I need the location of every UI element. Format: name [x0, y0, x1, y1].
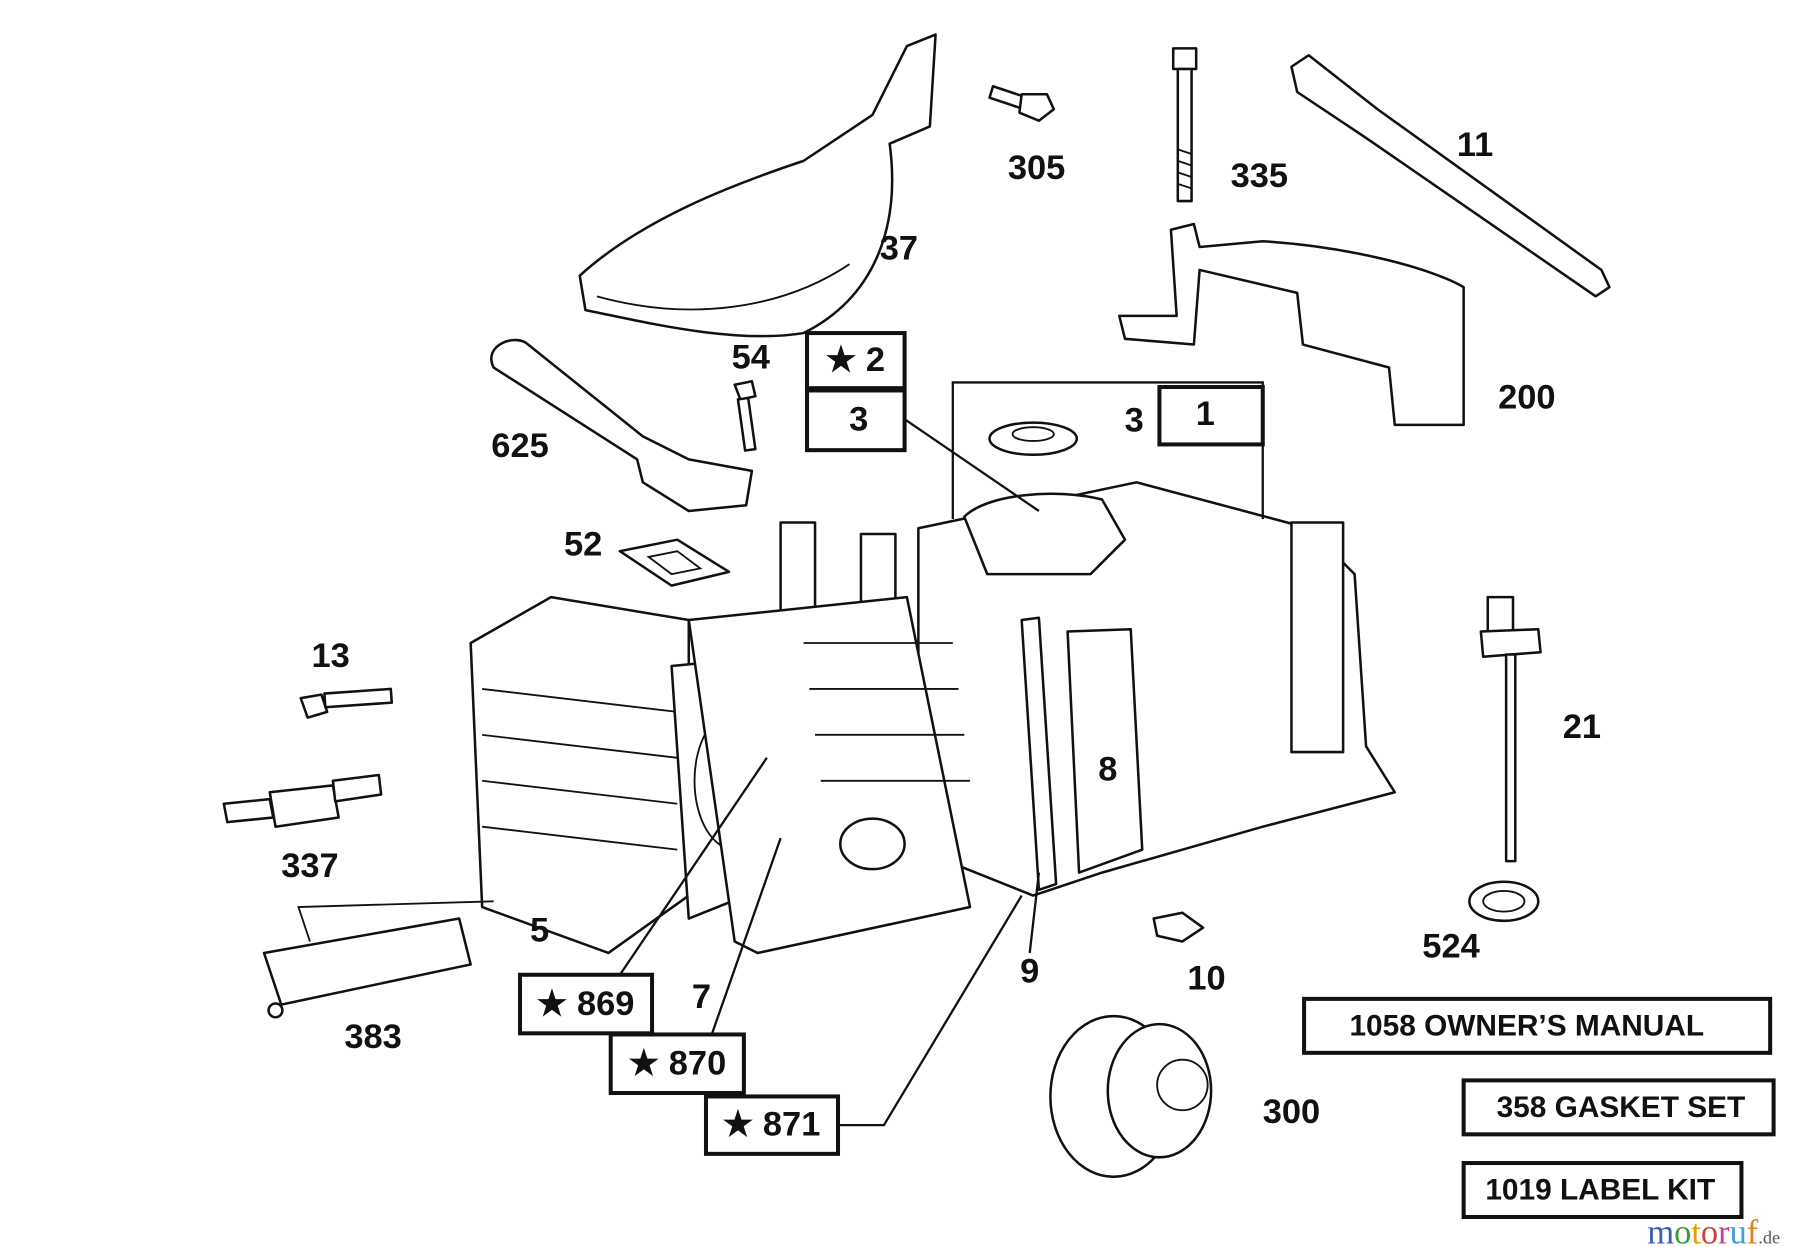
- part-37-shield: [578, 33, 937, 338]
- part-11-link: [1290, 53, 1611, 298]
- svg-text:★ 869: ★ 869: [537, 985, 635, 1023]
- svg-text:1019 LABEL KIT: 1019 LABEL KIT: [1485, 1174, 1715, 1207]
- callout-52: 52: [564, 526, 602, 564]
- callout-383: 383: [344, 1018, 401, 1056]
- leader-871: [838, 894, 1023, 1127]
- kit-label-kit: 1019 LABEL KIT: [1461, 1161, 1744, 1220]
- callout-13: 13: [311, 637, 349, 675]
- callout-300: 300: [1263, 1093, 1320, 1131]
- svg-text:★ 2: ★ 2: [825, 341, 885, 379]
- callout-305: 305: [1008, 149, 1065, 187]
- bracket-1: [951, 381, 1264, 520]
- boxed-callout-3: 3: [805, 388, 907, 453]
- callout-3-seal: 3: [1125, 402, 1144, 440]
- boxed-callout-2: ★ 2: [805, 331, 907, 391]
- callout-37: 37: [880, 230, 918, 268]
- callout-9: 9: [1020, 953, 1039, 991]
- boxed-callout-1: 1: [1157, 385, 1265, 447]
- callout-54: 54: [732, 339, 770, 377]
- part-10-screw: [1152, 911, 1205, 943]
- boxed-callout-870: ★ 870: [608, 1032, 746, 1096]
- callout-5: 5: [530, 911, 549, 949]
- callout-337: 337: [281, 847, 338, 885]
- callout-524: 524: [1422, 927, 1479, 965]
- svg-text:1058 OWNER’S MANUAL: 1058 OWNER’S MANUAL: [1349, 1009, 1704, 1042]
- part-300-muffler: [1049, 1014, 1213, 1179]
- callout-625: 625: [491, 427, 548, 465]
- callout-7: 7: [692, 978, 711, 1016]
- watermark-text: motoruf.de: [1647, 1213, 1780, 1247]
- part-337-spark-plug: [222, 773, 383, 828]
- leader-9: [1028, 872, 1041, 954]
- kit-gasket-set: 358 GASKET SET: [1461, 1078, 1776, 1137]
- part-335-bolt: [1171, 47, 1198, 203]
- callout-10: 10: [1187, 960, 1225, 998]
- part-524-washer: [1468, 880, 1540, 923]
- part-21-dipstick: [1479, 595, 1542, 863]
- part-13-bolt: [299, 687, 394, 719]
- part-5-cylinder-head: [469, 595, 691, 955]
- callout-11: 11: [1457, 126, 1493, 164]
- svg-text:3: 3: [849, 401, 868, 439]
- boxed-callout-871: ★ 871: [703, 1094, 841, 1156]
- svg-text:358 GASKET SET: 358 GASKET SET: [1497, 1091, 1746, 1124]
- part-52-gasket: [618, 538, 731, 587]
- callout-21: 21: [1563, 708, 1601, 746]
- part-8-cover: [1066, 627, 1144, 874]
- leader-3-to-bore: [903, 418, 1040, 512]
- part-cylinder-fins: [687, 595, 972, 955]
- part-9-gasket: [1020, 616, 1058, 892]
- svg-text:★ 871: ★ 871: [722, 1105, 820, 1143]
- watermark-logo: motoruf.de: [1647, 1213, 1780, 1247]
- callout-8: 8: [1098, 751, 1117, 789]
- part-305-bolt: [988, 84, 1056, 122]
- part-383-tool: [262, 900, 494, 1019]
- part-200-bracket: [1117, 222, 1465, 427]
- part-54-screw: [733, 380, 757, 452]
- svg-text:★ 870: ★ 870: [628, 1045, 726, 1083]
- callout-200: 200: [1498, 379, 1555, 417]
- leader-869: [618, 757, 768, 976]
- leader-870: [710, 837, 782, 1035]
- callout-335: 335: [1231, 157, 1288, 195]
- part-3-seal: [988, 421, 1079, 457]
- kit-owners-manual: 1058 OWNER’S MANUAL: [1302, 996, 1773, 1055]
- svg-text:1: 1: [1196, 395, 1215, 433]
- part-625-tube: [490, 338, 754, 513]
- boxed-callout-869: ★ 869: [518, 972, 655, 1036]
